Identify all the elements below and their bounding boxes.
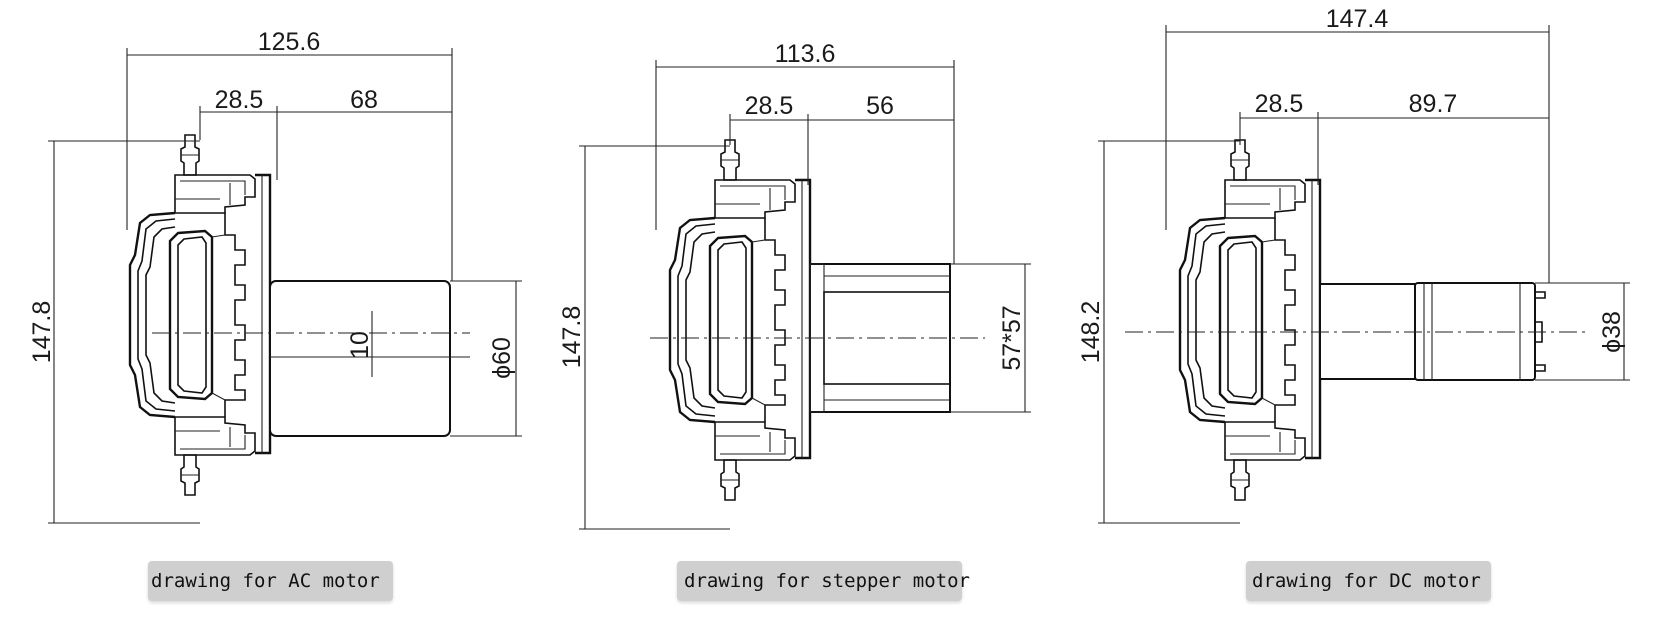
ac-motor-length: 68 <box>350 86 378 114</box>
dc-caption-box <box>1246 561 1491 601</box>
dc-height: 148.2 <box>1077 301 1105 364</box>
stepper-overall-width: 113.6 <box>775 40 836 68</box>
stepper-flange: 57*57 <box>998 305 1026 370</box>
stepper-inlet-width: 28.5 <box>745 92 794 120</box>
stepper-height: 147.8 <box>558 306 586 369</box>
ac-caption-box <box>148 561 393 601</box>
ac-diameter: ϕ60 <box>488 337 516 379</box>
stepper-motor-length: 56 <box>866 92 894 120</box>
stepper-caption: drawing for stepper motor <box>684 570 970 592</box>
ac-inlet-width: 28.5 <box>215 86 264 114</box>
dc-overall-width: 147.4 <box>1326 5 1389 33</box>
ac-overall-width: 125.6 <box>258 28 321 56</box>
dc-motor-length: 89.7 <box>1409 90 1458 118</box>
ac-caption: drawing for AC motor <box>151 570 380 592</box>
stepper-motor-drawing: 113.6 28.5 56 147.8 57*57 <box>558 40 1031 530</box>
dc-diameter: ϕ38 <box>1598 311 1626 353</box>
ac-offset: 10 <box>346 331 374 359</box>
dc-caption: drawing for DC motor <box>1252 570 1481 592</box>
dc-motor-drawing: 147.4 28.5 89.7 148.2 ϕ38 <box>1077 5 1630 524</box>
ac-height: 147.8 <box>28 301 56 364</box>
ac-motor-drawing: 125.6 28.5 68 147.8 10 ϕ60 <box>28 28 522 524</box>
ac-motor-body <box>269 280 451 437</box>
stepper-caption-box <box>677 561 962 601</box>
dc-inlet-width: 28.5 <box>1255 90 1304 118</box>
